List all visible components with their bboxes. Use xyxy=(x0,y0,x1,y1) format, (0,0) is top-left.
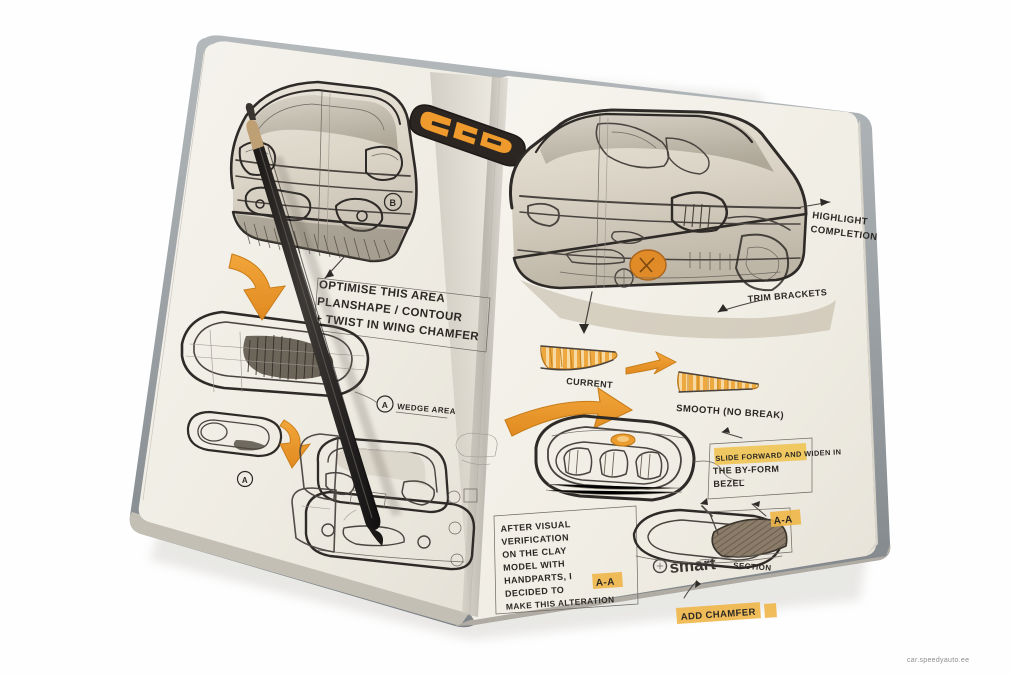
svg-text:HANDPARTS, I: HANDPARTS, I xyxy=(504,571,573,586)
svg-text:AFTER VISUAL: AFTER VISUAL xyxy=(500,519,571,534)
tag-aa-left: A-A xyxy=(592,571,623,589)
pointer-arrow-down-car xyxy=(579,291,593,334)
svg-text:B: B xyxy=(390,198,397,208)
rear-badge xyxy=(629,249,667,281)
watermark: car.speedyauto.ee xyxy=(907,657,969,664)
book-spine-gutter xyxy=(462,76,508,617)
svg-text:A-A: A-A xyxy=(773,514,793,527)
svg-text:smart: smart xyxy=(669,554,717,577)
lamp-bulb-highlight xyxy=(610,433,636,447)
right-page-content: HIGHLIGHT COMPLETION TRIM BRACKETS xyxy=(493,108,878,624)
svg-text:BEZEL: BEZEL xyxy=(713,478,745,489)
marker-b: B xyxy=(383,192,403,212)
striped-wedge-current: CURRENT xyxy=(540,345,618,390)
orange-arrow-down-large xyxy=(228,253,287,321)
pen-resting-on-pages xyxy=(245,103,402,546)
marker-a-lower: A xyxy=(236,470,254,488)
svg-text:A: A xyxy=(382,400,389,410)
svg-text:ON THE CLAY: ON THE CLAY xyxy=(502,545,567,559)
svg-text:THE BY-FORM: THE BY-FORM xyxy=(713,464,780,476)
svg-text:A: A xyxy=(242,476,248,485)
lamp-plan-sketch: A xyxy=(186,410,283,488)
tag-add-chamfer: ADD CHAMFER xyxy=(676,580,777,624)
detail-markers xyxy=(343,488,478,567)
front-three-quarter-car-sketch: B xyxy=(229,80,418,263)
svg-text:A-A: A-A xyxy=(595,577,615,589)
note-clay: AFTER VISUAL VERIFICATION ON THE CLAY MO… xyxy=(493,505,639,615)
svg-text:ADD CHAMFER: ADD CHAMFER xyxy=(680,607,756,623)
svg-text:MODEL WITH: MODEL WITH xyxy=(503,559,565,573)
orange-arrow-down-small xyxy=(279,419,312,469)
svg-text:CURRENT: CURRENT xyxy=(566,376,614,390)
section-profile-sketch: SECTION xyxy=(699,498,793,573)
svg-text:DECIDED TO: DECIDED TO xyxy=(505,585,565,599)
rear-three-quarter-car-sketch-large xyxy=(508,108,836,339)
orange-arrow-right-small xyxy=(625,350,677,375)
tag-aa-right: A-A xyxy=(770,509,802,527)
svg-text:SECTION: SECTION xyxy=(733,561,772,573)
svg-text:VERIFICATION: VERIFICATION xyxy=(501,532,569,547)
headlamp-large-detail-sketch xyxy=(534,414,745,502)
